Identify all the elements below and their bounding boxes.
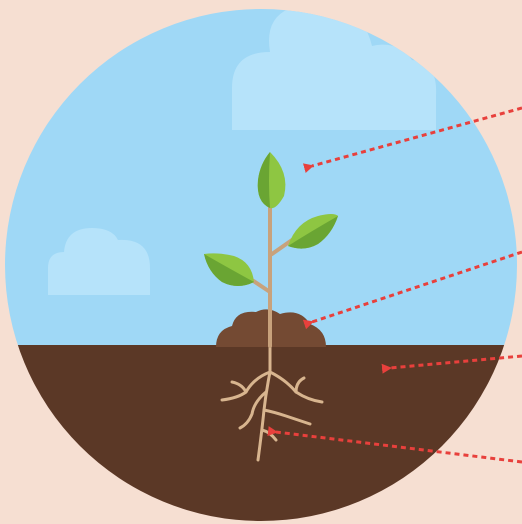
plant-diagram	[0, 0, 522, 524]
plant-diagram-canvas	[0, 0, 522, 524]
